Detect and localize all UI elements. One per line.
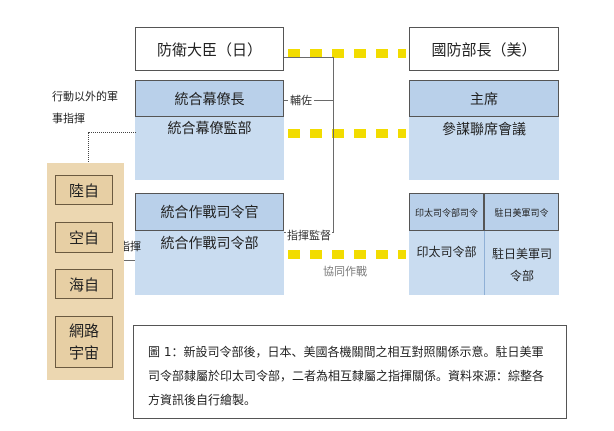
jp-defense-minister-box: 防衛大臣（日） xyxy=(135,27,284,71)
command-supervise-label: 指揮監督 xyxy=(286,227,332,243)
us-chairman-label: 主席 xyxy=(470,91,498,108)
indopacom-hq: 印太司令部 xyxy=(409,231,484,271)
minister-connector-line xyxy=(284,57,334,58)
minister-link-dashes xyxy=(288,49,406,58)
service-branches-panel: 陸自 空自 海自 網路宇宙 xyxy=(47,163,124,380)
jp-joint-staff-chief: 統合幕僚長 xyxy=(135,80,284,117)
us-joint-chiefs-panel: 主席 參謀聯席會議 xyxy=(409,80,559,180)
assist-label: 輔佐 xyxy=(288,92,314,108)
jp-joint-ops-hq: 統合作戰司令部 xyxy=(135,231,284,255)
branch-asdf: 空自 xyxy=(55,222,113,253)
usfj-commander-label: 駐日美軍司令 xyxy=(494,208,549,219)
usfj-commander: 駐日美軍司令 xyxy=(484,193,559,231)
branch-cyber-space: 網路宇宙 xyxy=(55,316,113,368)
ops-link-dashes xyxy=(288,250,406,259)
usfj-hq-label: 駐日美軍司令部 xyxy=(491,247,552,283)
us-defense-secretary-label: 國防部長（美） xyxy=(431,40,537,59)
us-defense-secretary-box: 國防部長（美） xyxy=(409,27,559,71)
vertical-connector-line xyxy=(333,57,334,232)
non-op-dotted-line xyxy=(88,132,136,164)
indopacom-commander-label: 印太司令部司令 xyxy=(414,208,478,219)
jp-joint-ops-commander: 統合作戰司令官 xyxy=(135,193,284,231)
command-line xyxy=(124,260,135,261)
usfj-hq: 駐日美軍司令部 xyxy=(489,241,555,289)
command-label: 指揮 xyxy=(119,240,141,253)
us-chairman: 主席 xyxy=(409,80,559,117)
jp-joint-staff-panel: 統合幕僚長 統合幕僚監部 xyxy=(135,80,284,180)
jp-defense-minister-label: 防衛大臣（日） xyxy=(156,40,262,59)
us-joint-chiefs-office-label: 參謀聯席會議 xyxy=(442,122,526,138)
us-ops-divider xyxy=(484,231,485,295)
staff-link-dashes xyxy=(288,129,406,138)
figure-caption-text: 圖 1：新設司令部後，日本、美國各機關間之相互對照關係示意。駐日美軍司令部隸屬於… xyxy=(148,345,545,407)
jp-joint-staff-office: 統合幕僚監部 xyxy=(135,117,284,139)
branch-msdf: 海自 xyxy=(55,269,113,299)
jp-joint-ops-panel: 統合作戰司令官 統合作戰司令部 xyxy=(135,193,284,295)
jp-joint-ops-commander-label: 統合作戰司令官 xyxy=(160,205,259,221)
us-indopacom-panel: 印太司令部司令 駐日美軍司令 印太司令部 駐日美軍司令部 xyxy=(409,193,559,295)
non-op-command-label: 行動以外的軍事指揮 xyxy=(52,90,118,125)
indopacom-commander: 印太司令部司令 xyxy=(409,193,484,231)
indopacom-hq-label: 印太司令部 xyxy=(416,244,477,259)
jp-joint-staff-chief-label: 統合幕僚長 xyxy=(174,91,245,108)
jp-joint-ops-hq-label: 統合作戰司令部 xyxy=(160,236,259,252)
jp-joint-staff-office-label: 統合幕僚監部 xyxy=(167,121,252,137)
figure-caption: 圖 1：新設司令部後，日本、美國各機關間之相互對照關係示意。駐日美軍司令部隸屬於… xyxy=(133,325,567,419)
branch-gsdf: 陸自 xyxy=(55,175,113,205)
us-joint-chiefs-office: 參謀聯席會議 xyxy=(409,117,559,141)
joint-ops-label: 協同作戰 xyxy=(323,265,367,278)
